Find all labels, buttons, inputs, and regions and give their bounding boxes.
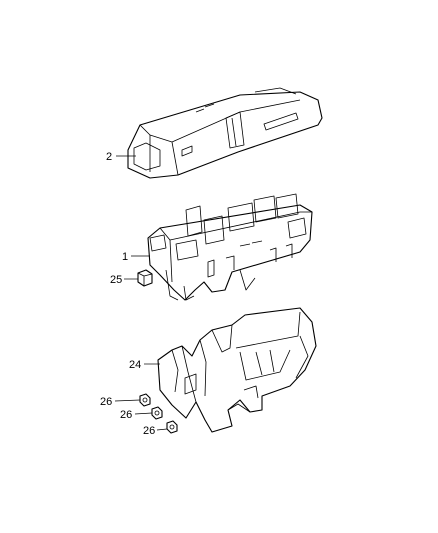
- cover-part: [127, 87, 323, 179]
- bracket-part: [157, 307, 317, 433]
- callout-clip: 25: [110, 274, 122, 286]
- leader-line-26b: [134, 412, 153, 415]
- callout-bracket: 24: [129, 359, 141, 371]
- leader-line-26a: [114, 399, 141, 402]
- callout-nut-a: 26: [100, 396, 112, 408]
- callout-nut-c: 26: [143, 425, 155, 437]
- fuse-block-part: [147, 193, 313, 301]
- nut-part-c: [166, 420, 178, 434]
- nut-part-b: [151, 406, 163, 420]
- leader-line-26c: [156, 428, 168, 431]
- nut-part-a: [139, 393, 151, 407]
- callout-nut-b: 26: [120, 409, 132, 421]
- clip-part: [137, 269, 153, 287]
- callout-fuse-block: 1: [122, 251, 128, 263]
- callout-cover: 2: [106, 151, 112, 163]
